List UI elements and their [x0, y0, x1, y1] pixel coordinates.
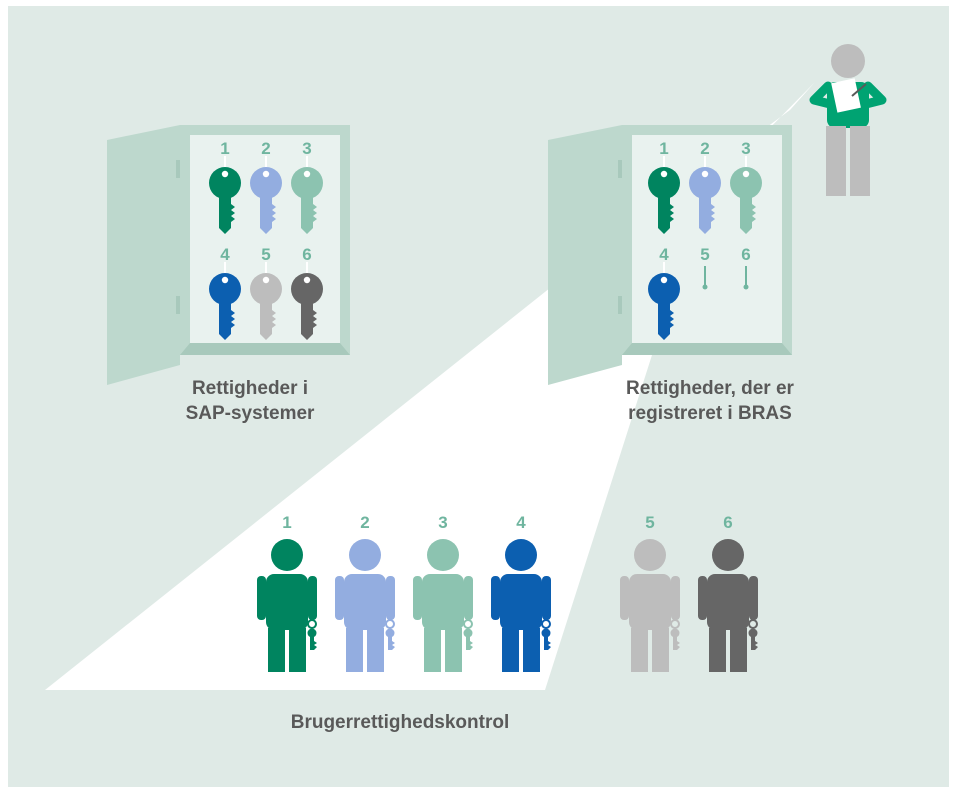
key-number: 2 [261, 139, 270, 158]
key-number: 6 [741, 245, 750, 264]
user-number: 1 [282, 513, 291, 532]
key-icon [250, 156, 282, 234]
key-icon [463, 619, 473, 650]
key-number: 2 [700, 139, 709, 158]
key-number: 1 [659, 139, 668, 158]
cabinet-door [107, 125, 180, 385]
right-cabinet: 1 2 3 4 5 6 [548, 125, 792, 385]
person-icon [413, 539, 473, 672]
user-number: 2 [360, 513, 369, 532]
key-icon [250, 262, 282, 340]
empty-hook [743, 266, 749, 290]
user-number: 3 [438, 513, 447, 532]
key-icon [291, 156, 323, 234]
key-number: 4 [220, 245, 230, 264]
key-icon [648, 262, 680, 340]
cabinet-interior [632, 135, 782, 343]
person-icon [335, 539, 395, 672]
key-icon [648, 156, 680, 234]
person-icon [620, 539, 680, 672]
left-cabinet: 1 2 3 4 5 6 [107, 125, 350, 385]
empty-hook [702, 266, 708, 290]
key-number: 5 [700, 245, 709, 264]
pen-icon [851, 83, 867, 97]
left-caption-line-1: Rettigheder i [191, 378, 309, 399]
left-caption-line-2: SAP-systemer [185, 403, 315, 424]
key-icon [307, 619, 317, 650]
right-caption-line-1: Rettigheder, der er [626, 378, 794, 399]
right-caption-line-2: registreret i BRAS [628, 403, 792, 424]
person-icon [698, 539, 758, 672]
users-row: 1 2 3 4 5 6 [257, 513, 758, 672]
left-cabinet-caption: Rettigheder i SAP-systemer [150, 376, 350, 426]
key-number: 4 [659, 245, 669, 264]
cabinet-floor [180, 343, 350, 355]
key-icon [209, 262, 241, 340]
key-icon [291, 262, 323, 340]
key-number: 3 [741, 139, 750, 158]
bottom-caption: Brugerrettighedskontrol [290, 712, 510, 733]
cabinet-door [548, 125, 622, 385]
key-number: 5 [261, 245, 270, 264]
key-icon [541, 619, 551, 650]
key-icon [730, 156, 762, 234]
inspector-icon [809, 44, 887, 196]
cabinet-floor [622, 343, 792, 355]
key-icon [670, 619, 680, 650]
user-number: 4 [516, 513, 526, 532]
document-icon [831, 78, 861, 113]
user-number: 5 [645, 513, 654, 532]
right-cabinet-caption: Rettigheder, der er registreret i BRAS [585, 376, 835, 426]
key-number: 3 [302, 139, 311, 158]
key-icon [748, 619, 758, 650]
user-number: 6 [723, 513, 732, 532]
person-icon [257, 539, 317, 672]
key-number: 1 [220, 139, 229, 158]
key-number: 6 [302, 245, 311, 264]
person-icon [491, 539, 551, 672]
key-icon [385, 619, 395, 650]
key-icon [689, 156, 721, 234]
key-icon [209, 156, 241, 234]
